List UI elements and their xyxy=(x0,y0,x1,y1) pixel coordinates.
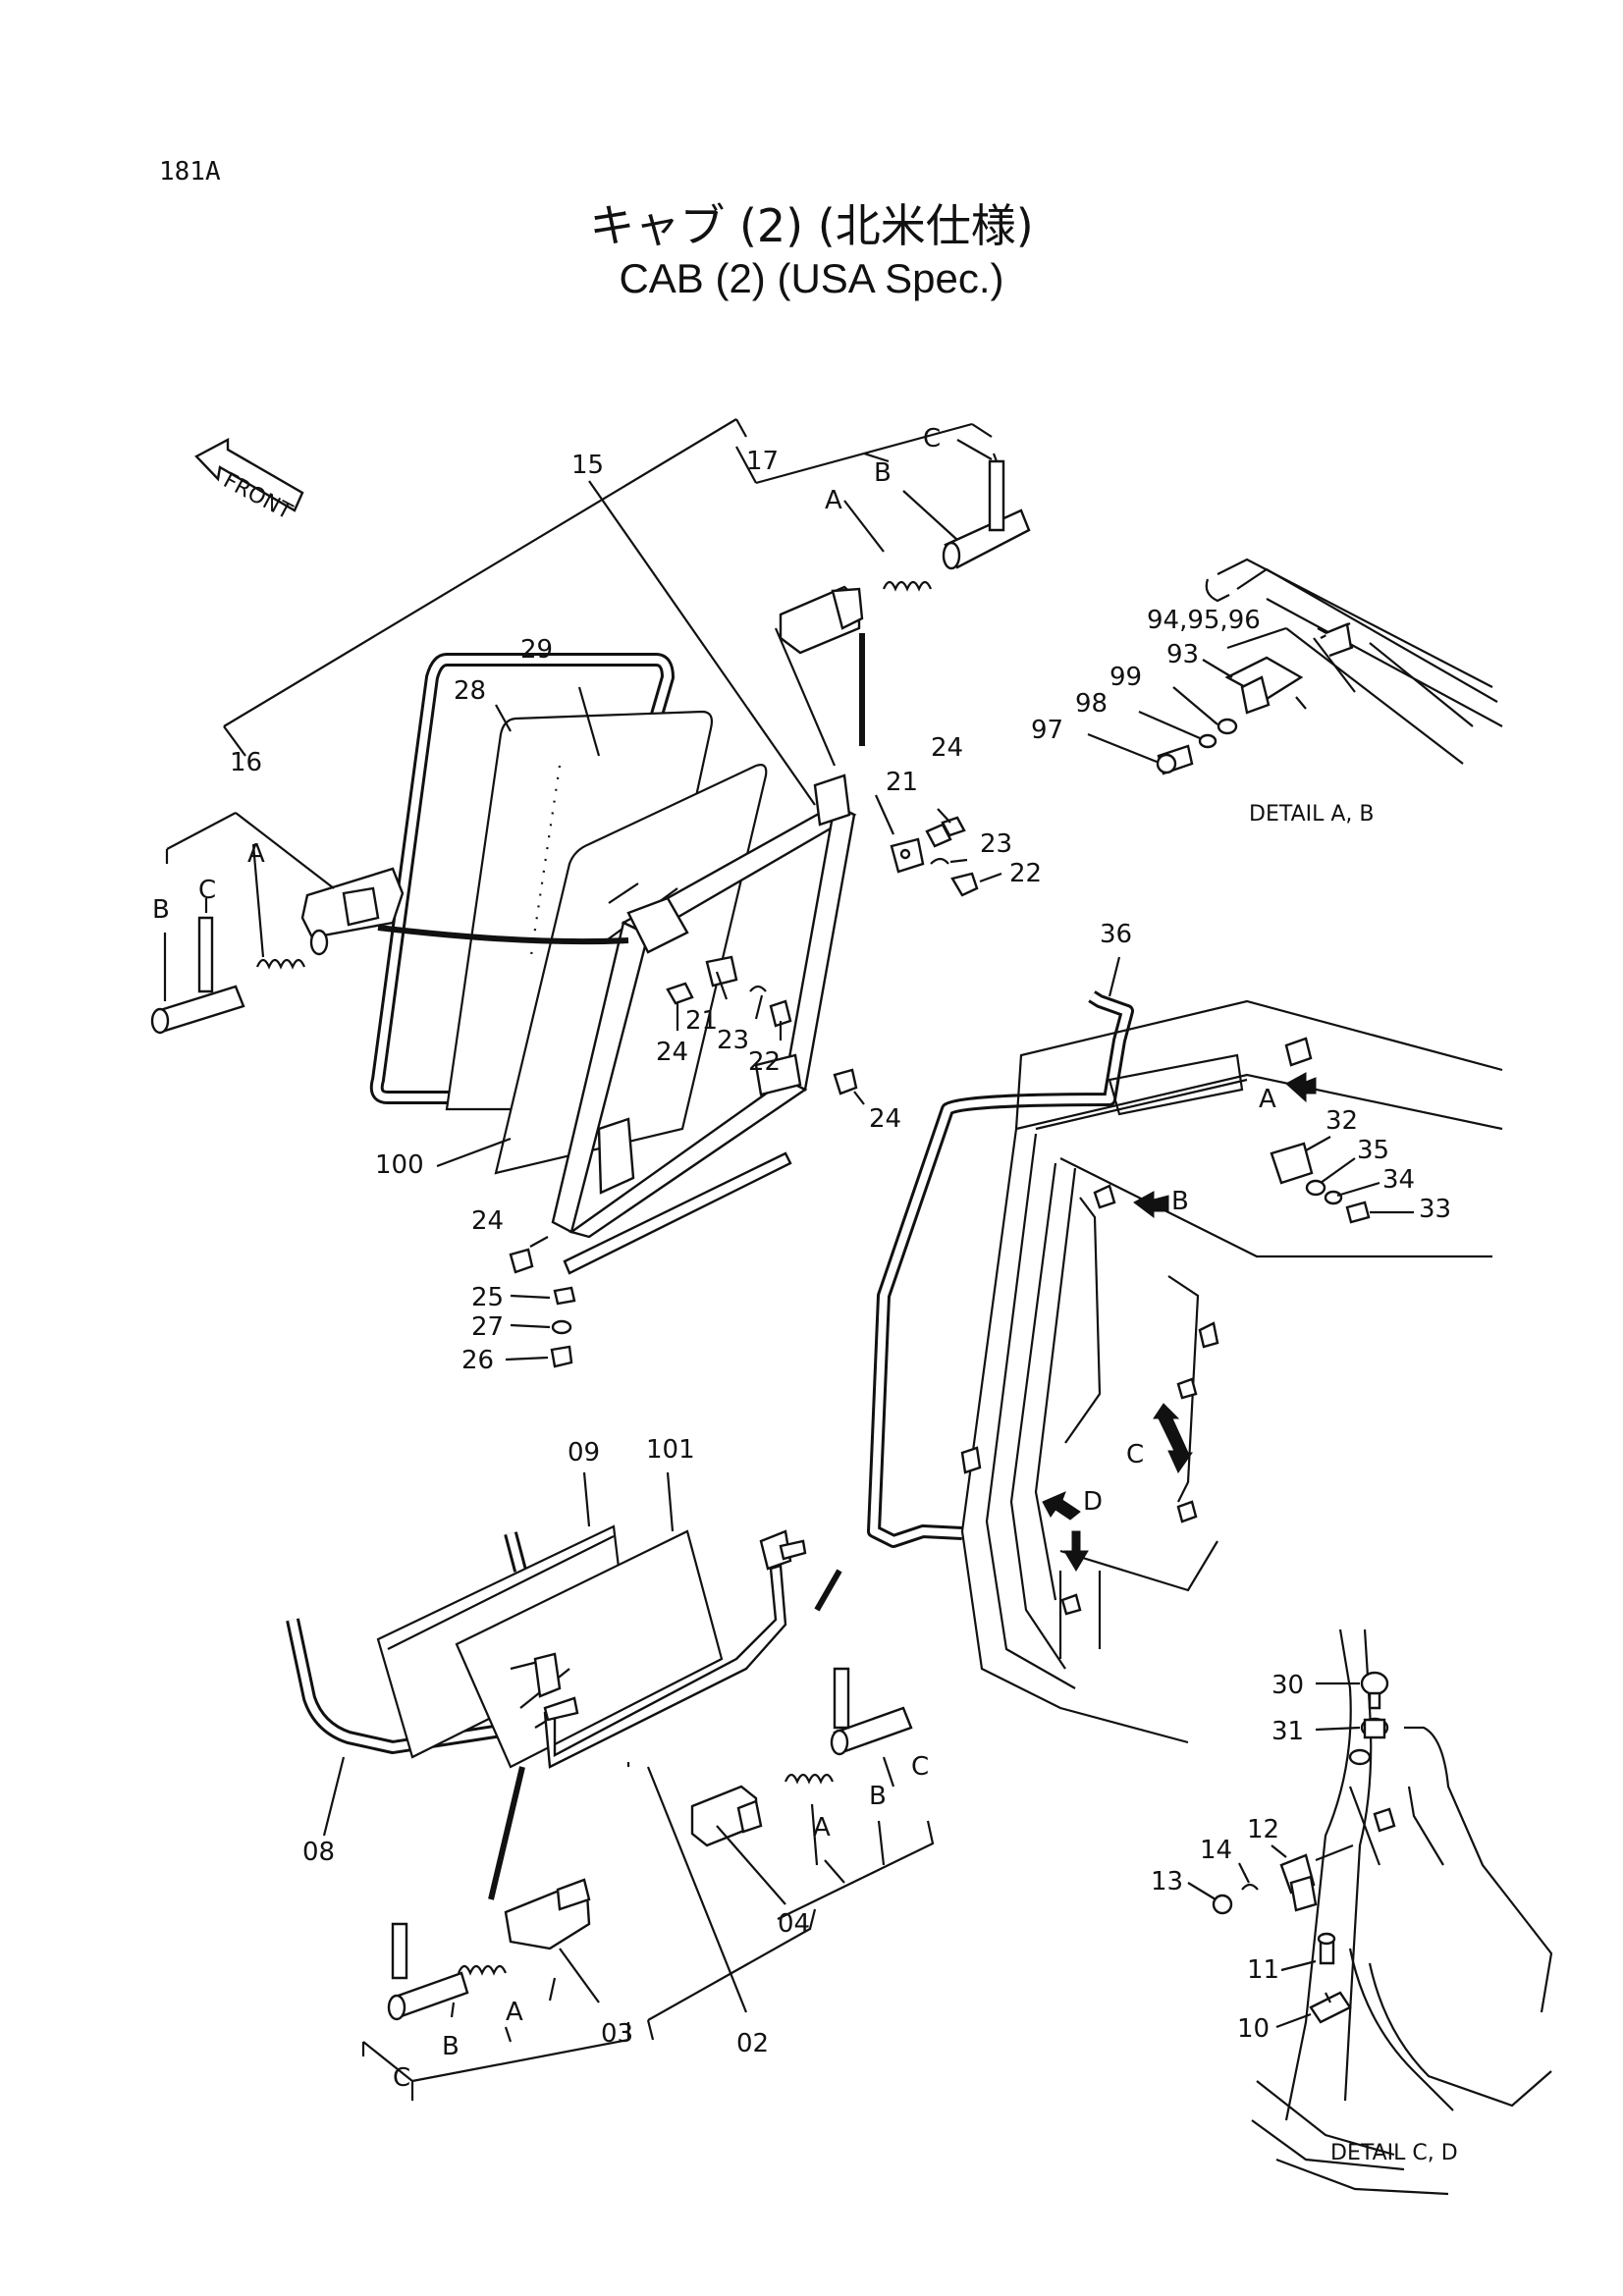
callout-12: 12 xyxy=(1247,1815,1279,1844)
callout-24-right: 24 xyxy=(869,1104,901,1134)
callout-94-95-96: 94,95,96 xyxy=(1147,606,1261,635)
callout-15: 15 xyxy=(571,451,604,480)
cab-body: A B C D 36 32 35 34 33 xyxy=(867,920,1503,1744)
callout-32: 32 xyxy=(1325,1106,1358,1136)
title-english: CAB (2) (USA Spec.) xyxy=(619,255,1004,301)
callout-26: 26 xyxy=(461,1346,494,1375)
arrow-label-d: D xyxy=(1083,1487,1103,1517)
callout-22-top: 22 xyxy=(1009,859,1042,888)
lower-window-assembly: 09 101 08 04 A B C 03 02 A B C xyxy=(286,1435,935,2101)
callout-21-low: 21 xyxy=(685,1006,718,1036)
callout-23-low: 23 xyxy=(717,1026,749,1055)
callout-11: 11 xyxy=(1247,1955,1279,1985)
letter-left-c: C xyxy=(198,876,216,905)
callout-14: 14 xyxy=(1200,1836,1232,1865)
title-japanese: キャブ (2) (北米仕様) xyxy=(589,199,1034,252)
callout-03: 03 xyxy=(601,2019,633,2049)
detail-ab-label: DETAIL A, B xyxy=(1249,802,1375,827)
letter-br-a: A xyxy=(813,1813,831,1842)
callout-21-top: 21 xyxy=(886,768,918,797)
arrow-label-b: B xyxy=(1171,1187,1189,1216)
letter-bl-c: C xyxy=(393,2063,410,2093)
page-number: 181A xyxy=(159,157,221,187)
callout-99: 99 xyxy=(1109,663,1142,692)
callout-29: 29 xyxy=(520,635,553,665)
callout-98: 98 xyxy=(1075,689,1108,719)
upper-window-callouts: 15 17 C B A 29 28 16 C B A 24 21 23 22 2… xyxy=(152,424,1042,1375)
callout-08: 08 xyxy=(302,1838,335,1867)
callout-101: 101 xyxy=(646,1435,695,1465)
arrow-label-c: C xyxy=(1126,1440,1144,1469)
detail-c-d: 30 31 12 14 13 11 10 DETAIL C, D xyxy=(1151,1629,1553,2196)
callout-09: 09 xyxy=(568,1438,600,1468)
callout-10: 10 xyxy=(1237,2014,1270,2044)
callout-36: 36 xyxy=(1100,920,1132,949)
arrow-label-a: A xyxy=(1259,1085,1276,1114)
callout-97: 97 xyxy=(1031,716,1063,745)
callout-31: 31 xyxy=(1271,1717,1304,1746)
letter-top-c: C xyxy=(923,424,941,454)
letter-br-b: B xyxy=(869,1782,887,1811)
letter-top-b: B xyxy=(874,458,892,488)
callout-22-low: 22 xyxy=(748,1047,781,1077)
callout-34: 34 xyxy=(1382,1165,1415,1195)
letter-top-a: A xyxy=(825,486,842,515)
letter-left-b: B xyxy=(152,895,170,925)
callout-93: 93 xyxy=(1166,640,1199,669)
callout-17: 17 xyxy=(746,447,779,476)
letter-bl-b: B xyxy=(442,2032,460,2061)
letter-left-a: A xyxy=(247,839,265,869)
callout-04: 04 xyxy=(778,1909,810,1939)
callout-24-left: 24 xyxy=(471,1206,504,1236)
upper-window-assembly xyxy=(150,418,1031,1368)
callout-28: 28 xyxy=(454,676,486,706)
callout-25: 25 xyxy=(471,1283,504,1312)
callout-24-low: 24 xyxy=(656,1038,688,1067)
letter-bl-a: A xyxy=(506,1998,523,2027)
callout-35: 35 xyxy=(1357,1136,1389,1165)
callout-16: 16 xyxy=(230,748,262,777)
callout-30: 30 xyxy=(1271,1671,1304,1700)
callout-02: 02 xyxy=(736,2029,769,2058)
front-arrow: FRONT xyxy=(194,438,304,525)
detail-a-b: 94,95,96 93 99 98 97 DETAIL A, B xyxy=(1031,558,1503,827)
callout-27: 27 xyxy=(471,1312,504,1342)
detail-cd-label: DETAIL C, D xyxy=(1330,2141,1458,2165)
callout-100: 100 xyxy=(375,1150,424,1180)
letter-br-c: C xyxy=(911,1752,929,1782)
callout-33: 33 xyxy=(1419,1195,1451,1224)
callout-13: 13 xyxy=(1151,1867,1183,1896)
callout-23-top: 23 xyxy=(980,829,1012,859)
callout-24-top: 24 xyxy=(931,733,963,763)
